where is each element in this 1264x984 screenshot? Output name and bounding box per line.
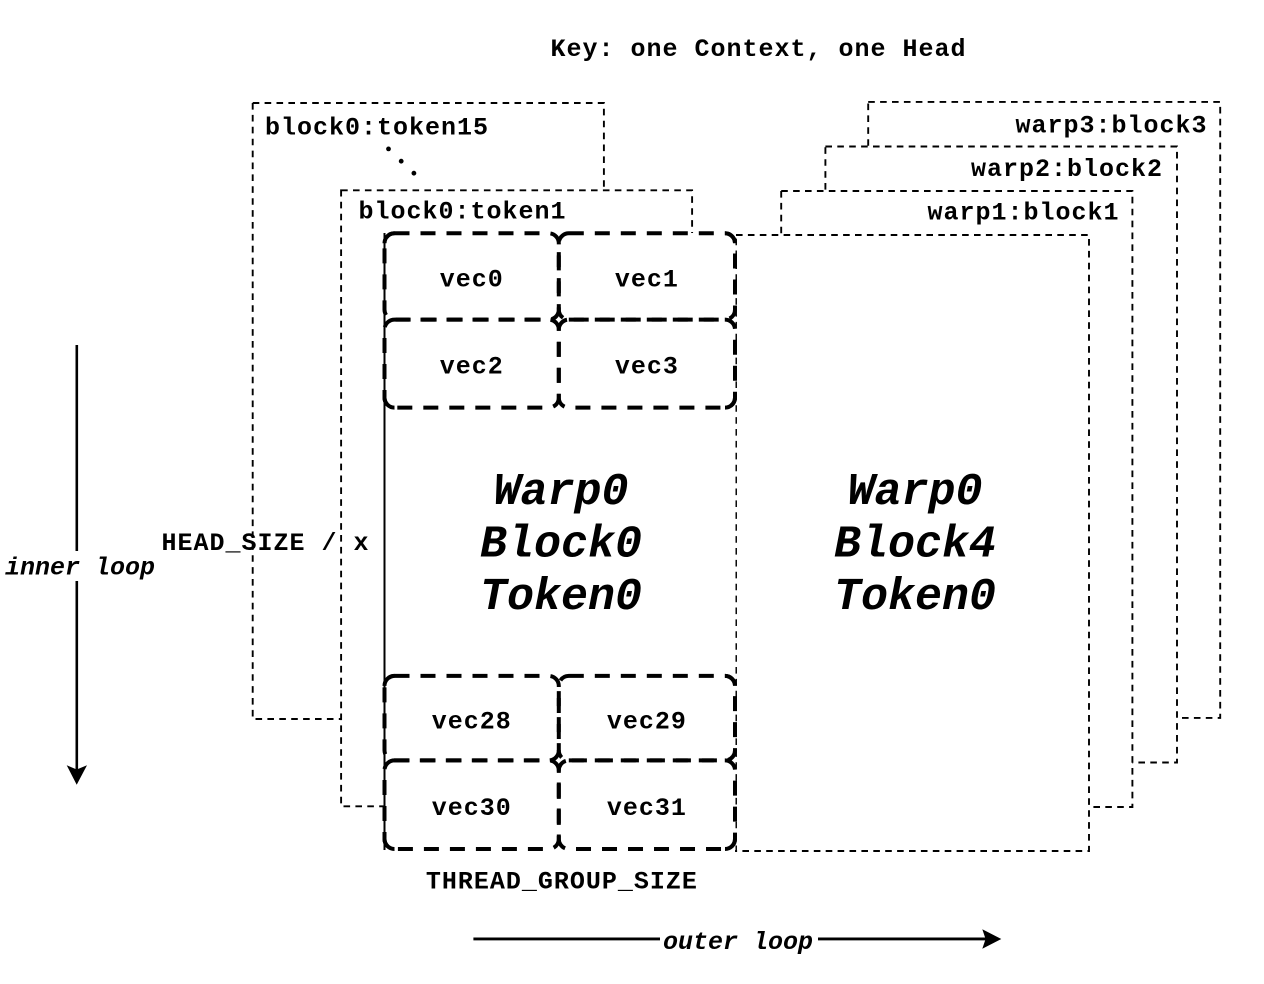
svg-text:Token0: Token0: [834, 572, 996, 623]
svg-text:vec29: vec29: [607, 707, 687, 736]
svg-text:vec0: vec0: [440, 266, 504, 295]
svg-text:Warp0: Warp0: [847, 467, 982, 518]
svg-text:warp3:block3: warp3:block3: [1015, 111, 1207, 140]
svg-text:warp1:block1: warp1:block1: [927, 199, 1119, 228]
svg-text:vec28: vec28: [432, 707, 512, 736]
svg-text:outer loop: outer loop: [663, 928, 813, 957]
svg-text:Block4: Block4: [834, 520, 996, 571]
svg-text:Token0: Token0: [480, 572, 642, 623]
svg-text:THREAD_GROUP_SIZE: THREAD_GROUP_SIZE: [426, 868, 698, 897]
svg-text:HEAD_SIZE / x: HEAD_SIZE / x: [162, 529, 370, 558]
svg-text:Block0: Block0: [480, 520, 642, 571]
svg-text:Key: one Context, one Head: Key: one Context, one Head: [550, 35, 966, 64]
svg-text:Warp0: Warp0: [493, 467, 628, 518]
svg-text:vec31: vec31: [607, 794, 687, 823]
svg-text:warp2:block2: warp2:block2: [971, 155, 1163, 184]
svg-text:block0:token1: block0:token1: [359, 198, 567, 227]
svg-text:vec1: vec1: [615, 266, 679, 295]
svg-text:vec30: vec30: [432, 794, 512, 823]
svg-text:inner loop: inner loop: [5, 554, 155, 583]
svg-text:vec2: vec2: [440, 353, 504, 382]
svg-text:vec3: vec3: [615, 353, 679, 382]
svg-text:block0:token15: block0:token15: [265, 114, 489, 143]
